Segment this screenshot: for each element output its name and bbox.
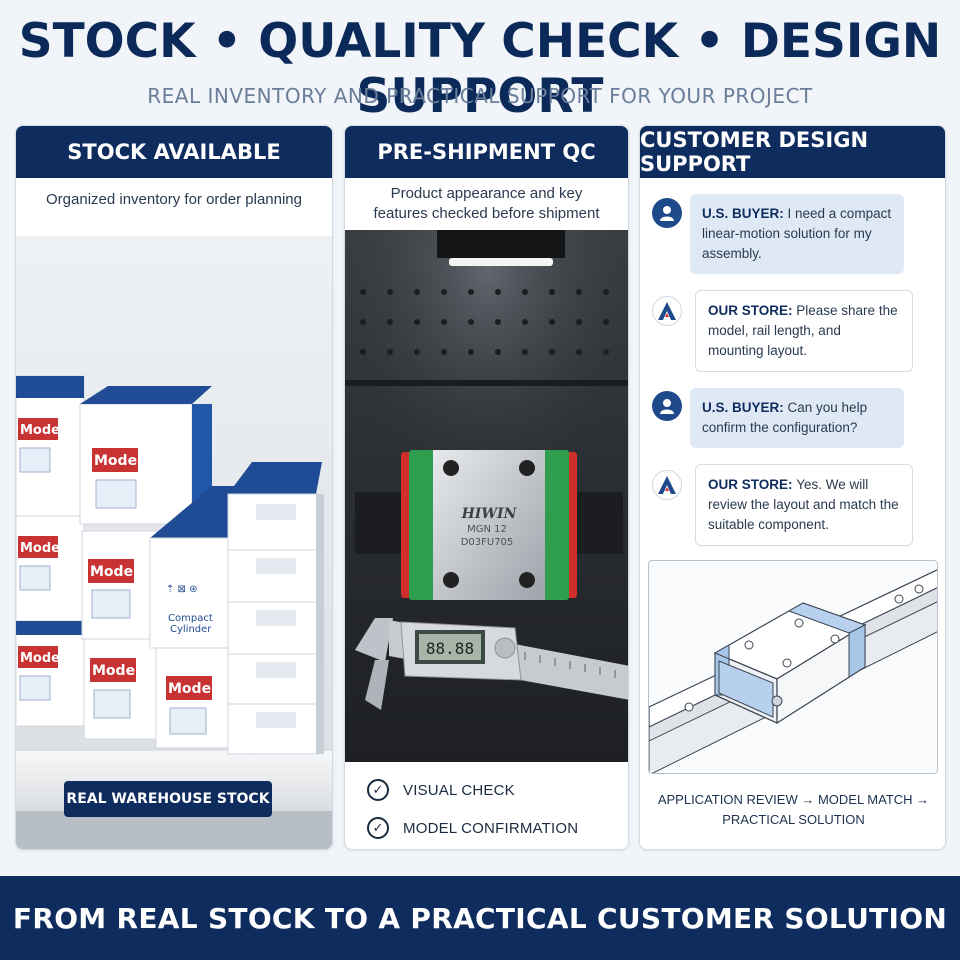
chat-text: Can you help confirm the configuration? bbox=[702, 400, 868, 435]
svg-text:Model:: Model: bbox=[94, 453, 147, 469]
stock-panel-description: Organized inventory for order planning bbox=[46, 191, 302, 208]
svg-text:Model:: Model: bbox=[92, 663, 145, 679]
svg-text:Model:: Model: bbox=[20, 541, 70, 556]
qc-description-line-2: features checked before shipment bbox=[373, 205, 600, 222]
chat-message-buyer: U.S. BUYER: Can you help confirm the con… bbox=[690, 388, 904, 448]
page-subtitle: REAL INVENTORY AND PRACTICAL SUPPORT FOR… bbox=[147, 84, 813, 108]
real-warehouse-stock-button[interactable]: REAL WAREHOUSE STOCK bbox=[64, 781, 272, 817]
product-code: D03FU705 bbox=[461, 537, 514, 548]
chat-text: I need a compact linear-motion solution … bbox=[702, 206, 892, 261]
svg-text:Compact: Compact bbox=[168, 613, 213, 624]
caption-line-1: APPLICATION REVIEW → MODEL MATCH → bbox=[657, 792, 930, 807]
design-support-panel: CUSTOMER DESIGN SUPPORT U.S. BUYER: I ne… bbox=[639, 125, 946, 850]
qc-panel-description: Product appearance and key features chec… bbox=[345, 184, 628, 224]
check-circle-icon: ✓ bbox=[367, 817, 389, 839]
stock-box: Model: bbox=[16, 620, 85, 727]
chat-speaker: U.S. BUYER: bbox=[702, 400, 788, 415]
chat-text: Yes. We will review the layout and match… bbox=[708, 477, 899, 532]
compact-cylinder-box: ⇡ ⊠ ⊛ Compact Cylinder bbox=[149, 486, 234, 649]
stock-box: Model: bbox=[16, 375, 85, 517]
user-icon bbox=[652, 198, 682, 228]
chat-speaker: U.S. BUYER: bbox=[702, 206, 788, 221]
stock-panel-title: STOCK AVAILABLE bbox=[16, 126, 332, 178]
user-icon bbox=[652, 391, 682, 421]
qc-description-line-1: Product appearance and key bbox=[390, 185, 583, 202]
warehouse-stock-image: Model: Model: Model: Model: bbox=[16, 236, 332, 849]
svg-text:Model:: Model: bbox=[168, 681, 221, 697]
chat-text: Please share the model, rail length, and… bbox=[708, 303, 898, 358]
stock-box: Model: bbox=[79, 386, 212, 525]
check-item-model: ✓ MODEL CONFIRMATION bbox=[367, 809, 578, 847]
digital-caliper: 88.88 bbox=[355, 618, 628, 710]
svg-text:Model:: Model: bbox=[20, 423, 70, 438]
stock-box: Model: bbox=[83, 638, 157, 740]
qc-panel: PRE-SHIPMENT QC Product appearance and k… bbox=[344, 125, 629, 850]
qc-inspection-image: HIWIN MGN 12 D03FU705 88.88 bbox=[345, 230, 628, 762]
check-item-visual: ✓ VISUAL CHECK bbox=[367, 771, 578, 809]
check-label: MODEL CONFIRMATION bbox=[403, 819, 579, 837]
design-caption: APPLICATION REVIEW → MODEL MATCH → PRACT… bbox=[640, 790, 945, 830]
stock-panel: STOCK AVAILABLE Organized inventory for … bbox=[15, 125, 333, 850]
store-logo-icon bbox=[652, 296, 682, 326]
svg-text:88.88: 88.88 bbox=[426, 639, 474, 658]
page-title: STOCK • QUALITY CHECK • DESIGN SUPPORT bbox=[18, 14, 942, 124]
stock-box-stack bbox=[227, 462, 324, 755]
footer-banner: FROM REAL STOCK TO A PRACTICAL CUSTOMER … bbox=[0, 876, 960, 960]
chat-message-store: OUR STORE: Please share the model, rail … bbox=[695, 290, 913, 372]
chat-message-store: OUR STORE: Yes. We will review the layou… bbox=[695, 464, 913, 546]
qc-panel-title: PRE-SHIPMENT QC bbox=[345, 126, 628, 178]
svg-text:Model:: Model: bbox=[20, 651, 70, 666]
svg-text:Model:: Model: bbox=[90, 564, 143, 580]
caption-line-2: PRACTICAL SOLUTION bbox=[722, 812, 865, 827]
stock-box: Model: bbox=[16, 515, 85, 622]
svg-text:⇡ ⊠ ⊛: ⇡ ⊠ ⊛ bbox=[166, 584, 198, 595]
chat-speaker: OUR STORE: bbox=[708, 303, 797, 318]
product-brand: HIWIN bbox=[461, 506, 518, 522]
chat-speaker: OUR STORE: bbox=[708, 477, 797, 492]
qc-check-list: ✓ VISUAL CHECK ✓ MODEL CONFIRMATION bbox=[367, 771, 578, 847]
chat-message-buyer: U.S. BUYER: I need a compact linear-moti… bbox=[690, 194, 904, 274]
store-logo-icon bbox=[652, 470, 682, 500]
product-model: MGN 12 bbox=[467, 524, 507, 535]
check-circle-icon: ✓ bbox=[367, 779, 389, 801]
design-panel-title: CUSTOMER DESIGN SUPPORT bbox=[640, 126, 945, 178]
linear-guide-drawing bbox=[648, 560, 938, 774]
check-label: VISUAL CHECK bbox=[403, 781, 515, 799]
stock-box: Model: bbox=[155, 647, 229, 749]
svg-text:Cylinder: Cylinder bbox=[170, 624, 212, 635]
